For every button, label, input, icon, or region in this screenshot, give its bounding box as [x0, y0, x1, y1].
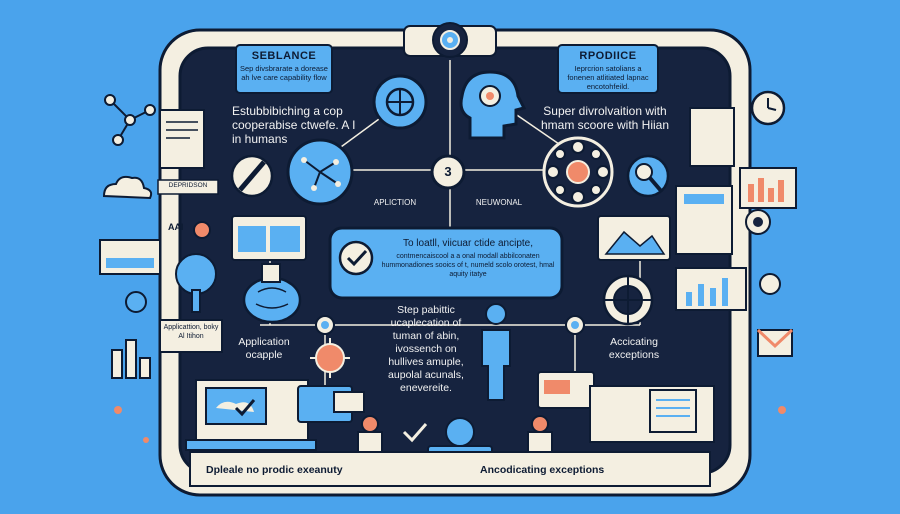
check-icon: [338, 240, 374, 276]
number-badge: [430, 154, 466, 190]
head-icon: [459, 70, 527, 140]
gear-left-icon: [125, 291, 147, 313]
gear-icon: [403, 22, 497, 58]
left-heading: Estubbibiching a cop cooperabise ctwefe.…: [232, 104, 356, 146]
laptop-icon: [297, 385, 365, 423]
envelope-icon: [756, 328, 794, 357]
left-ai-label: AAI: [168, 222, 184, 232]
target-icon: [602, 274, 654, 326]
people-icon: [357, 415, 553, 453]
molecule-icon: [542, 136, 614, 208]
desk-right: [537, 371, 715, 443]
right-box-body: Ieprcrion satolians a fonenen atlitiated…: [567, 64, 649, 91]
bottom-left-label: Dpleale no prodic exeanuty: [206, 464, 343, 476]
orange-dot: [193, 221, 211, 239]
right-mid-label: Accicating exceptions: [608, 336, 660, 361]
left-tag-box: [157, 179, 219, 195]
right-document-icon: [689, 107, 735, 167]
left-info-box: [235, 44, 333, 94]
wrench-icon: [230, 154, 274, 198]
globe-icon: [372, 74, 428, 130]
center-left-label: APLICTION: [373, 198, 417, 207]
center-panel: [328, 226, 564, 300]
person-icon: [481, 303, 511, 401]
left-mid-label: Application ocapple: [238, 336, 290, 361]
brain-icon: [242, 263, 302, 324]
right-chart-icon: [739, 167, 797, 209]
clock-icon: [750, 90, 786, 126]
cloud-icon: [102, 175, 153, 200]
magnifier-icon: [626, 154, 670, 198]
monitor-icon: [231, 215, 307, 261]
network-icon: [286, 138, 354, 206]
bottom-right-label: Ancodicating exceptions: [480, 464, 605, 476]
left-screen-icon: [99, 239, 161, 275]
center-right-label: NEUWONAL: [475, 198, 523, 207]
center-text: Step pabittic ucaplecation of tuman of a…: [388, 304, 464, 394]
right-gear-icon: [759, 273, 781, 295]
desk-left: [185, 379, 317, 451]
center-panel-body: contmencaiscool a a onal modall abbilcon…: [381, 253, 555, 278]
left-note: Applicattion, boky Al Itihon: [163, 324, 219, 340]
center-panel-title: To loatll, viicuar ctide ancipte,: [402, 238, 534, 249]
chart-icon: [111, 339, 151, 379]
tree-icon: [175, 253, 217, 313]
right-box-title: RPODIICE: [579, 50, 637, 62]
left-box-title: SEBLANCE: [251, 50, 317, 62]
check-mark-icon: [402, 423, 428, 443]
center-number: 3: [444, 164, 452, 179]
monitor-icon-right: [597, 215, 671, 261]
gear-small-icon: [310, 338, 350, 378]
left-tag: DEPRIDSON: [168, 182, 208, 189]
location-pin-icon: [745, 209, 771, 235]
document-icon: [159, 109, 205, 169]
right-heading: Super divrolvaition with hmam scoore wit…: [540, 104, 670, 132]
left-box-body: Sep divsbrarate a dorease ah lve care ca…: [240, 64, 328, 82]
left-note-box: [159, 319, 223, 353]
right-info-box: [557, 44, 659, 94]
bottom-bar: [189, 451, 711, 487]
network-left-icon: [104, 94, 156, 146]
